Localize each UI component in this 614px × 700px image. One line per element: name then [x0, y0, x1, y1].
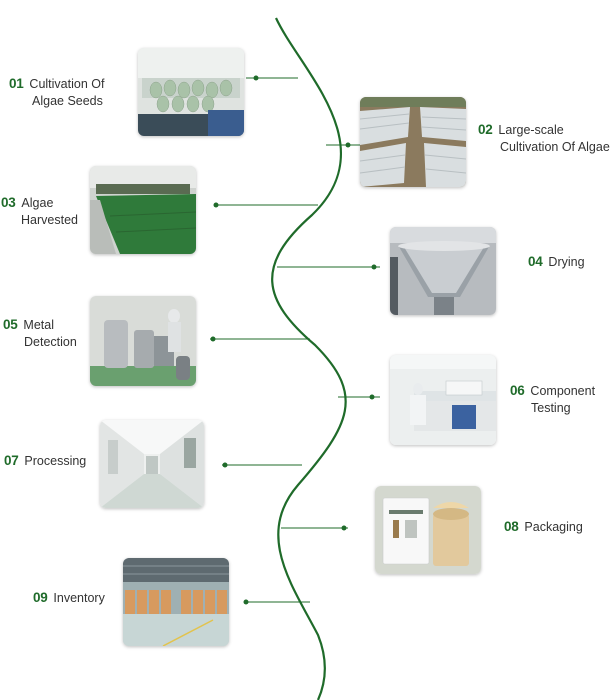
connector-dot-04: [371, 264, 377, 270]
step-05: 05 Metal Detection: [3, 316, 77, 351]
step-number: 07: [4, 453, 19, 468]
step-number: 06: [510, 383, 525, 398]
warehouse-photo: [123, 558, 229, 646]
step-title-line: Cultivation Of: [29, 77, 105, 91]
step-04: 04 Drying: [528, 253, 585, 271]
connector-dot-06: [369, 394, 375, 400]
metal-detector-photo: [90, 296, 196, 386]
step-07: 07 Processing: [4, 452, 86, 470]
harvest-conveyor-photo: [90, 166, 196, 254]
clean-corridor-photo: [100, 420, 204, 508]
connector-dot-05: [210, 336, 216, 342]
dryer-tank-photo: [390, 227, 496, 315]
connector-dot-02: [345, 142, 351, 148]
step-title-line: Harvested: [21, 213, 78, 227]
step-number: 01: [9, 76, 24, 91]
step-title-line: Cultivation Of Algae: [500, 140, 610, 154]
step-title-line: Metal: [23, 318, 54, 332]
step-01: 01 Cultivation Of Algae Seeds: [9, 75, 104, 110]
lab-testing-photo: [390, 355, 496, 445]
step-title-line: Algae: [21, 196, 54, 210]
step-02: 02 Large-scale Cultivation Of Algae: [478, 121, 610, 156]
step-title-line: Testing: [531, 401, 571, 415]
step-title-line: Component: [530, 384, 596, 398]
step-number: 08: [504, 519, 519, 534]
step-06: 06 Component Testing: [510, 382, 595, 417]
step-number: 03: [1, 195, 16, 210]
step-08: 08 Packaging: [504, 518, 583, 536]
connector-dot-03: [213, 202, 219, 208]
step-number: 05: [3, 317, 18, 332]
step-title-line: Processing: [24, 454, 87, 468]
connector-dot-07: [222, 462, 228, 468]
step-title-line: Algae Seeds: [32, 94, 103, 108]
step-number: 04: [528, 254, 543, 269]
step-09: 09 Inventory: [33, 589, 105, 607]
step-number: 09: [33, 590, 48, 605]
step-title-line: Detection: [24, 335, 77, 349]
step-title-line: Large-scale: [498, 123, 564, 137]
step-title-line: Packaging: [524, 520, 583, 534]
packaging-photo: [375, 486, 481, 574]
connector-dot-09: [243, 599, 249, 605]
lab-flasks-photo: [138, 48, 244, 136]
step-title-line: Inventory: [53, 591, 105, 605]
connector-dot-01: [253, 75, 259, 81]
step-title-line: Drying: [548, 255, 585, 269]
step-03: 03 Algae Harvested: [1, 194, 78, 229]
connector-dot-08: [341, 525, 347, 531]
step-number: 02: [478, 122, 493, 137]
greenhouse-field-photo: [360, 97, 466, 187]
